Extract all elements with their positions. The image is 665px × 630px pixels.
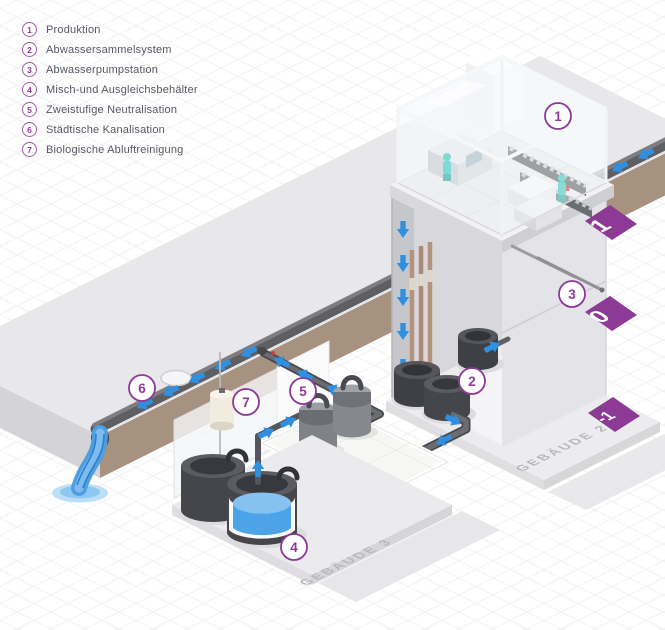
worker-figure xyxy=(443,153,451,181)
legend-label: Produktion xyxy=(46,23,101,36)
legend-item-neutralisation: 5 Zweistufige Neutralisation xyxy=(22,102,198,117)
legend-label: Zweistufige Neutralisation xyxy=(46,103,178,116)
outfall-water xyxy=(52,425,109,503)
scene-marker-3: 3 xyxy=(558,280,586,308)
legend-item-abwasserpumpstation: 3 Abwasserpumpstation xyxy=(22,62,198,77)
legend-label: Misch-und Ausgleichsbehälter xyxy=(46,83,198,96)
glass-wall xyxy=(396,54,608,237)
legend-label: Städtische Kanalisation xyxy=(46,123,165,136)
legend-label: Abwassersammelsystem xyxy=(46,43,172,56)
legend-label: Abwasserpumpstation xyxy=(46,63,159,76)
crate-stack-icon xyxy=(508,175,562,231)
legend-marker-5: 5 xyxy=(22,102,37,117)
worker-figure-2 xyxy=(558,174,570,202)
scene-marker-2: 2 xyxy=(458,367,486,395)
legend-label: Biologische Abluftreinigung xyxy=(46,143,184,156)
svg-text:2: 2 xyxy=(468,374,476,389)
legend-item-abluftreinigung: 7 Biologische Abluftreinigung xyxy=(22,142,198,157)
scene-marker-1: 1 xyxy=(544,102,572,130)
scene-marker-6: 6 xyxy=(128,374,156,402)
drop-pipes xyxy=(409,242,433,384)
scene-marker-4: 4 xyxy=(280,533,308,561)
scene-marker-7: 7 xyxy=(232,388,260,416)
mixing-tanks xyxy=(178,448,307,548)
legend-marker-4: 4 xyxy=(22,82,37,97)
bio-filter-cylinder xyxy=(210,388,234,431)
pump-riser-pipes xyxy=(510,244,605,293)
legend-marker-1: 1 xyxy=(22,22,37,37)
scene-marker-5: 5 xyxy=(289,377,317,405)
legend-marker-2: 2 xyxy=(22,42,37,57)
legend-item-abwassersammelsystem: 2 Abwassersammelsystem xyxy=(22,42,198,57)
legend-marker-6: 6 xyxy=(22,122,37,137)
legend-item-ausgleichsbehaelter: 4 Misch-und Ausgleichsbehälter xyxy=(22,82,198,97)
legend-marker-7: 7 xyxy=(22,142,37,157)
svg-text:7: 7 xyxy=(242,395,250,410)
legend-item-kanalisation: 6 Städtische Kanalisation xyxy=(22,122,198,137)
production-building xyxy=(390,48,614,253)
svg-text:5: 5 xyxy=(299,384,307,399)
svg-text:6: 6 xyxy=(138,381,146,396)
manhole-cover-icon xyxy=(160,369,192,387)
sump-tanks xyxy=(392,328,511,424)
svg-text:4: 4 xyxy=(290,540,298,555)
legend-marker-3: 3 xyxy=(22,62,37,77)
svg-text:1: 1 xyxy=(554,109,562,124)
legend-item-produktion: 1 Produktion xyxy=(22,22,198,37)
svg-text:3: 3 xyxy=(568,287,576,302)
legend: 1 Produktion 2 Abwassersammelsystem 3 Ab… xyxy=(22,22,198,163)
